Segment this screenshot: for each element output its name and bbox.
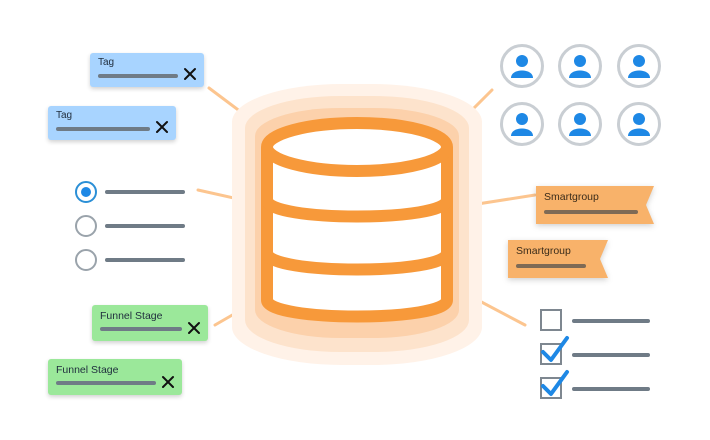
option-label-placeholder — [105, 258, 185, 262]
radio-button-selected[interactable] — [75, 181, 97, 203]
user-avatar[interactable] — [617, 44, 661, 88]
checkbox-checked[interactable] — [540, 336, 569, 365]
radio-option[interactable] — [75, 249, 195, 275]
smartgroup-card[interactable]: Smartgroup — [508, 240, 630, 278]
tag-card[interactable]: Tag — [48, 106, 176, 140]
tag-value-placeholder — [56, 127, 150, 131]
user-avatar[interactable] — [500, 102, 544, 146]
option-label-placeholder — [105, 190, 185, 194]
checkbox-checked[interactable] — [540, 370, 569, 399]
radio-button[interactable] — [75, 249, 97, 271]
user-icon — [511, 55, 533, 78]
checkbox-option[interactable] — [540, 336, 660, 371]
checkmark-icon — [541, 370, 569, 396]
user-avatar[interactable] — [617, 102, 661, 146]
funnel-stage-label: Funnel Stage — [100, 310, 163, 322]
option-label-placeholder — [572, 319, 650, 323]
checkbox-option[interactable] — [540, 370, 660, 405]
smartgroup-flag-shape — [536, 186, 654, 224]
smartgroup-value-placeholder — [516, 264, 586, 268]
checkmark-icon — [541, 336, 569, 362]
tag-value-placeholder — [98, 74, 178, 78]
funnel-stage-value-placeholder — [56, 381, 156, 385]
checkbox-unchecked[interactable] — [540, 309, 562, 331]
funnel-stage-card[interactable]: Funnel Stage — [92, 305, 208, 341]
user-icon — [511, 113, 533, 136]
user-icon — [628, 55, 650, 78]
close-icon[interactable] — [183, 67, 197, 81]
close-icon[interactable] — [161, 375, 175, 389]
radio-button[interactable] — [75, 215, 97, 237]
user-avatar[interactable] — [558, 44, 602, 88]
smartgroup-label: Smartgroup — [516, 245, 571, 257]
close-icon[interactable] — [187, 321, 201, 335]
option-label-placeholder — [572, 353, 650, 357]
smartgroup-label: Smartgroup — [544, 191, 599, 203]
user-avatar[interactable] — [558, 102, 602, 146]
radio-option[interactable] — [75, 215, 195, 241]
checkbox-option[interactable] — [540, 309, 660, 337]
funnel-stage-value-placeholder — [100, 327, 182, 331]
smartgroup-flag-shape — [508, 240, 608, 278]
smartgroup-card[interactable]: Smartgroup — [536, 186, 658, 224]
smartgroup-value-placeholder — [544, 210, 638, 214]
option-label-placeholder — [572, 387, 650, 391]
tag-label: Tag — [56, 110, 73, 121]
tag-label: Tag — [98, 57, 115, 68]
option-label-placeholder — [105, 224, 185, 228]
user-icon — [628, 113, 650, 136]
close-icon[interactable] — [155, 120, 169, 134]
tag-card[interactable]: Tag — [90, 53, 204, 87]
database-icon — [232, 84, 482, 365]
user-avatar[interactable] — [500, 44, 544, 88]
user-icon — [569, 113, 591, 136]
funnel-stage-label: Funnel Stage — [56, 364, 119, 376]
funnel-stage-card[interactable]: Funnel Stage — [48, 359, 182, 395]
radio-option[interactable] — [75, 181, 195, 207]
user-icon — [569, 55, 591, 78]
